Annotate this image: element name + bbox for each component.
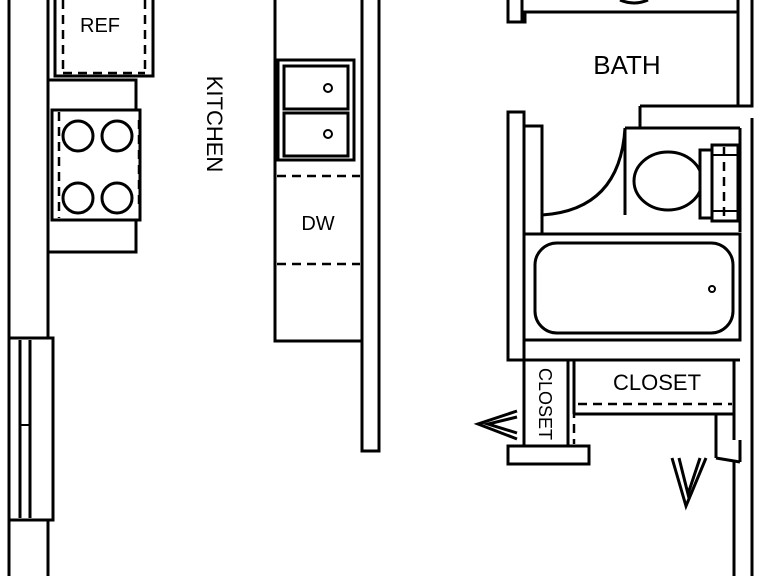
bathroom-walls [506,0,754,362]
ref-label: REF [80,15,120,37]
range-counter [46,78,142,254]
large-closet: CLOSET [572,360,736,416]
refrigerator: REF [53,0,155,78]
bath-door [541,127,627,217]
window [7,336,55,522]
stove-burners [61,119,134,215]
burner-icon [100,119,134,153]
burner-icon [61,119,95,153]
kitchen-counter [273,0,381,453]
drain-icon [323,129,333,139]
closet-small-label: CLOSET [535,368,555,440]
bathtub [522,232,742,342]
kitchen-label: KITCHEN [202,76,227,173]
drain-icon [323,83,333,93]
kitchen-sink [276,58,356,162]
right-lower-walls [714,118,754,576]
door-arrow-down-icon [670,457,708,511]
door-arrow-left-icon [473,409,518,441]
burner-icon [100,181,134,215]
closet-large-label: CLOSET [613,370,701,395]
dishwasher-label: DW [301,213,334,235]
burner-icon [61,181,95,215]
bathroom-sink [619,0,649,5]
toilet [632,143,740,223]
bath-label: BATH [593,50,660,80]
small-closet: CLOSET [506,360,591,466]
tub-drain-icon [708,285,716,293]
